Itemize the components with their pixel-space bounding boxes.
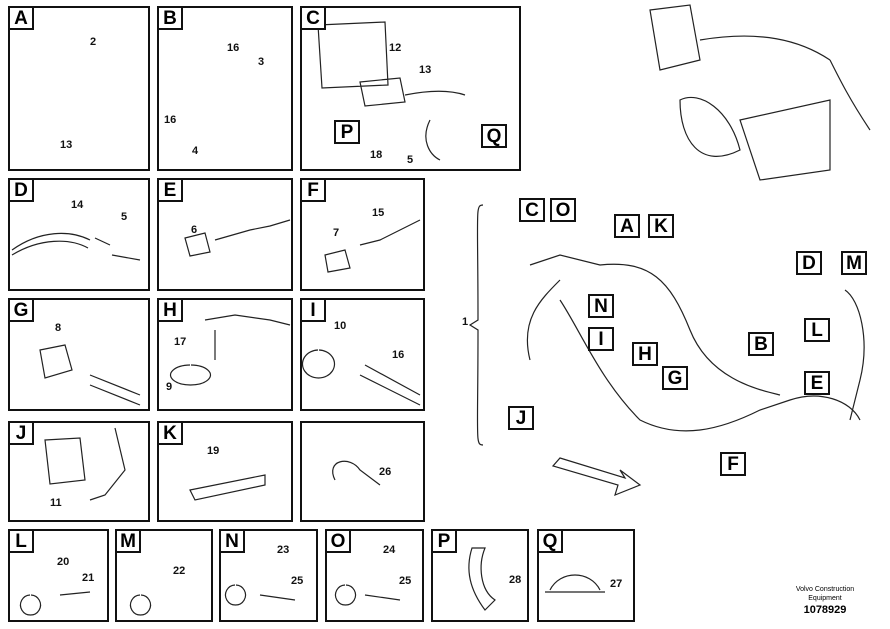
panel-label: H: [157, 298, 183, 322]
panel-label: M: [115, 529, 141, 553]
part-number: 4: [192, 145, 199, 157]
part-number: 9: [166, 381, 173, 393]
part-number: 25: [291, 575, 304, 587]
part-number: 16: [164, 114, 177, 126]
panel-label: P: [431, 529, 457, 553]
panel-c: C: [300, 6, 521, 171]
overview-label: B: [748, 332, 774, 356]
part-number: 13: [419, 64, 432, 76]
part-number: 14: [71, 199, 84, 211]
drawing-number: 1078929: [803, 604, 847, 616]
part-number: 24: [383, 544, 396, 556]
part-number: 28: [509, 574, 522, 586]
part-number: 11: [50, 497, 62, 509]
part-number: 19: [207, 445, 220, 457]
overview-label: K: [648, 214, 674, 238]
panel-g: G: [8, 298, 150, 411]
panel-i: I: [300, 298, 425, 411]
part-number: 7: [333, 227, 340, 239]
part-number: 5: [121, 211, 128, 223]
panel-label: J: [8, 421, 34, 445]
part-number: 22: [173, 565, 186, 577]
panel-l: L: [8, 529, 109, 622]
panel-k: K: [157, 421, 293, 522]
panel-label: D: [8, 178, 34, 202]
part-number: 13: [60, 139, 73, 151]
panel-j: J: [8, 421, 150, 522]
part-number: 8: [55, 322, 62, 334]
part-number: 26: [379, 466, 392, 478]
overview-label: M: [841, 251, 867, 275]
callout-q: Q: [481, 124, 507, 148]
assembly-number: 1: [462, 316, 469, 328]
panel-m: M: [115, 529, 213, 622]
panel-e: E: [157, 178, 293, 291]
company-name-line2: Equipment: [808, 595, 842, 602]
overview-label: N: [588, 294, 614, 318]
part-number: 10: [334, 320, 347, 332]
overview-label: C: [519, 198, 545, 222]
panel-label: K: [157, 421, 183, 445]
panel-label: F: [300, 178, 326, 202]
part-number: 12: [389, 42, 402, 54]
part-number: 2: [90, 36, 97, 48]
panel-label: Q: [537, 529, 563, 553]
part-number: 15: [372, 207, 385, 219]
part-number: 3: [258, 56, 265, 68]
panel-p: P: [431, 529, 529, 622]
panel-label: A: [8, 6, 34, 30]
part-number: 23: [277, 544, 290, 556]
panel-label: G: [8, 298, 34, 322]
overview-label: J: [508, 406, 534, 430]
part-number: 5: [407, 154, 414, 166]
company-name: Volvo Construction: [795, 586, 855, 593]
panel-n: N: [219, 529, 318, 622]
panel-cable-tie: [300, 421, 425, 522]
overview-label: A: [614, 214, 640, 238]
panel-label: O: [325, 529, 351, 553]
panel-f: F: [300, 178, 425, 291]
panel-label: L: [8, 529, 34, 553]
footer: Volvo Construction Equipment 1078929: [770, 585, 880, 617]
panel-q: Q: [537, 529, 635, 622]
overview-label: I: [588, 327, 614, 351]
part-number: 21: [82, 572, 95, 584]
part-number: 6: [191, 224, 198, 236]
panel-label: I: [300, 298, 326, 322]
panel-b: B: [157, 6, 293, 171]
overview-label: D: [796, 251, 822, 275]
part-number: 25: [399, 575, 412, 587]
part-number: 16: [227, 42, 240, 54]
panel-d: D: [8, 178, 150, 291]
panel-label: C: [300, 6, 326, 30]
part-number: 16: [392, 349, 405, 361]
part-number: 18: [370, 149, 383, 161]
panel-h: H: [157, 298, 293, 411]
overview-label: F: [720, 452, 746, 476]
overview-label: G: [662, 366, 688, 390]
panel-label: B: [157, 6, 183, 30]
part-number: 17: [174, 336, 187, 348]
overview-label: H: [632, 342, 658, 366]
overview-label: O: [550, 198, 576, 222]
callout-p: P: [334, 120, 360, 144]
panel-label: E: [157, 178, 183, 202]
part-number: 27: [610, 578, 623, 590]
panel-a: A: [8, 6, 150, 171]
panel-o: O: [325, 529, 424, 622]
overview-label: E: [804, 371, 830, 395]
overview-label: L: [804, 318, 830, 342]
part-number: 20: [57, 556, 70, 568]
panel-label: N: [219, 529, 245, 553]
